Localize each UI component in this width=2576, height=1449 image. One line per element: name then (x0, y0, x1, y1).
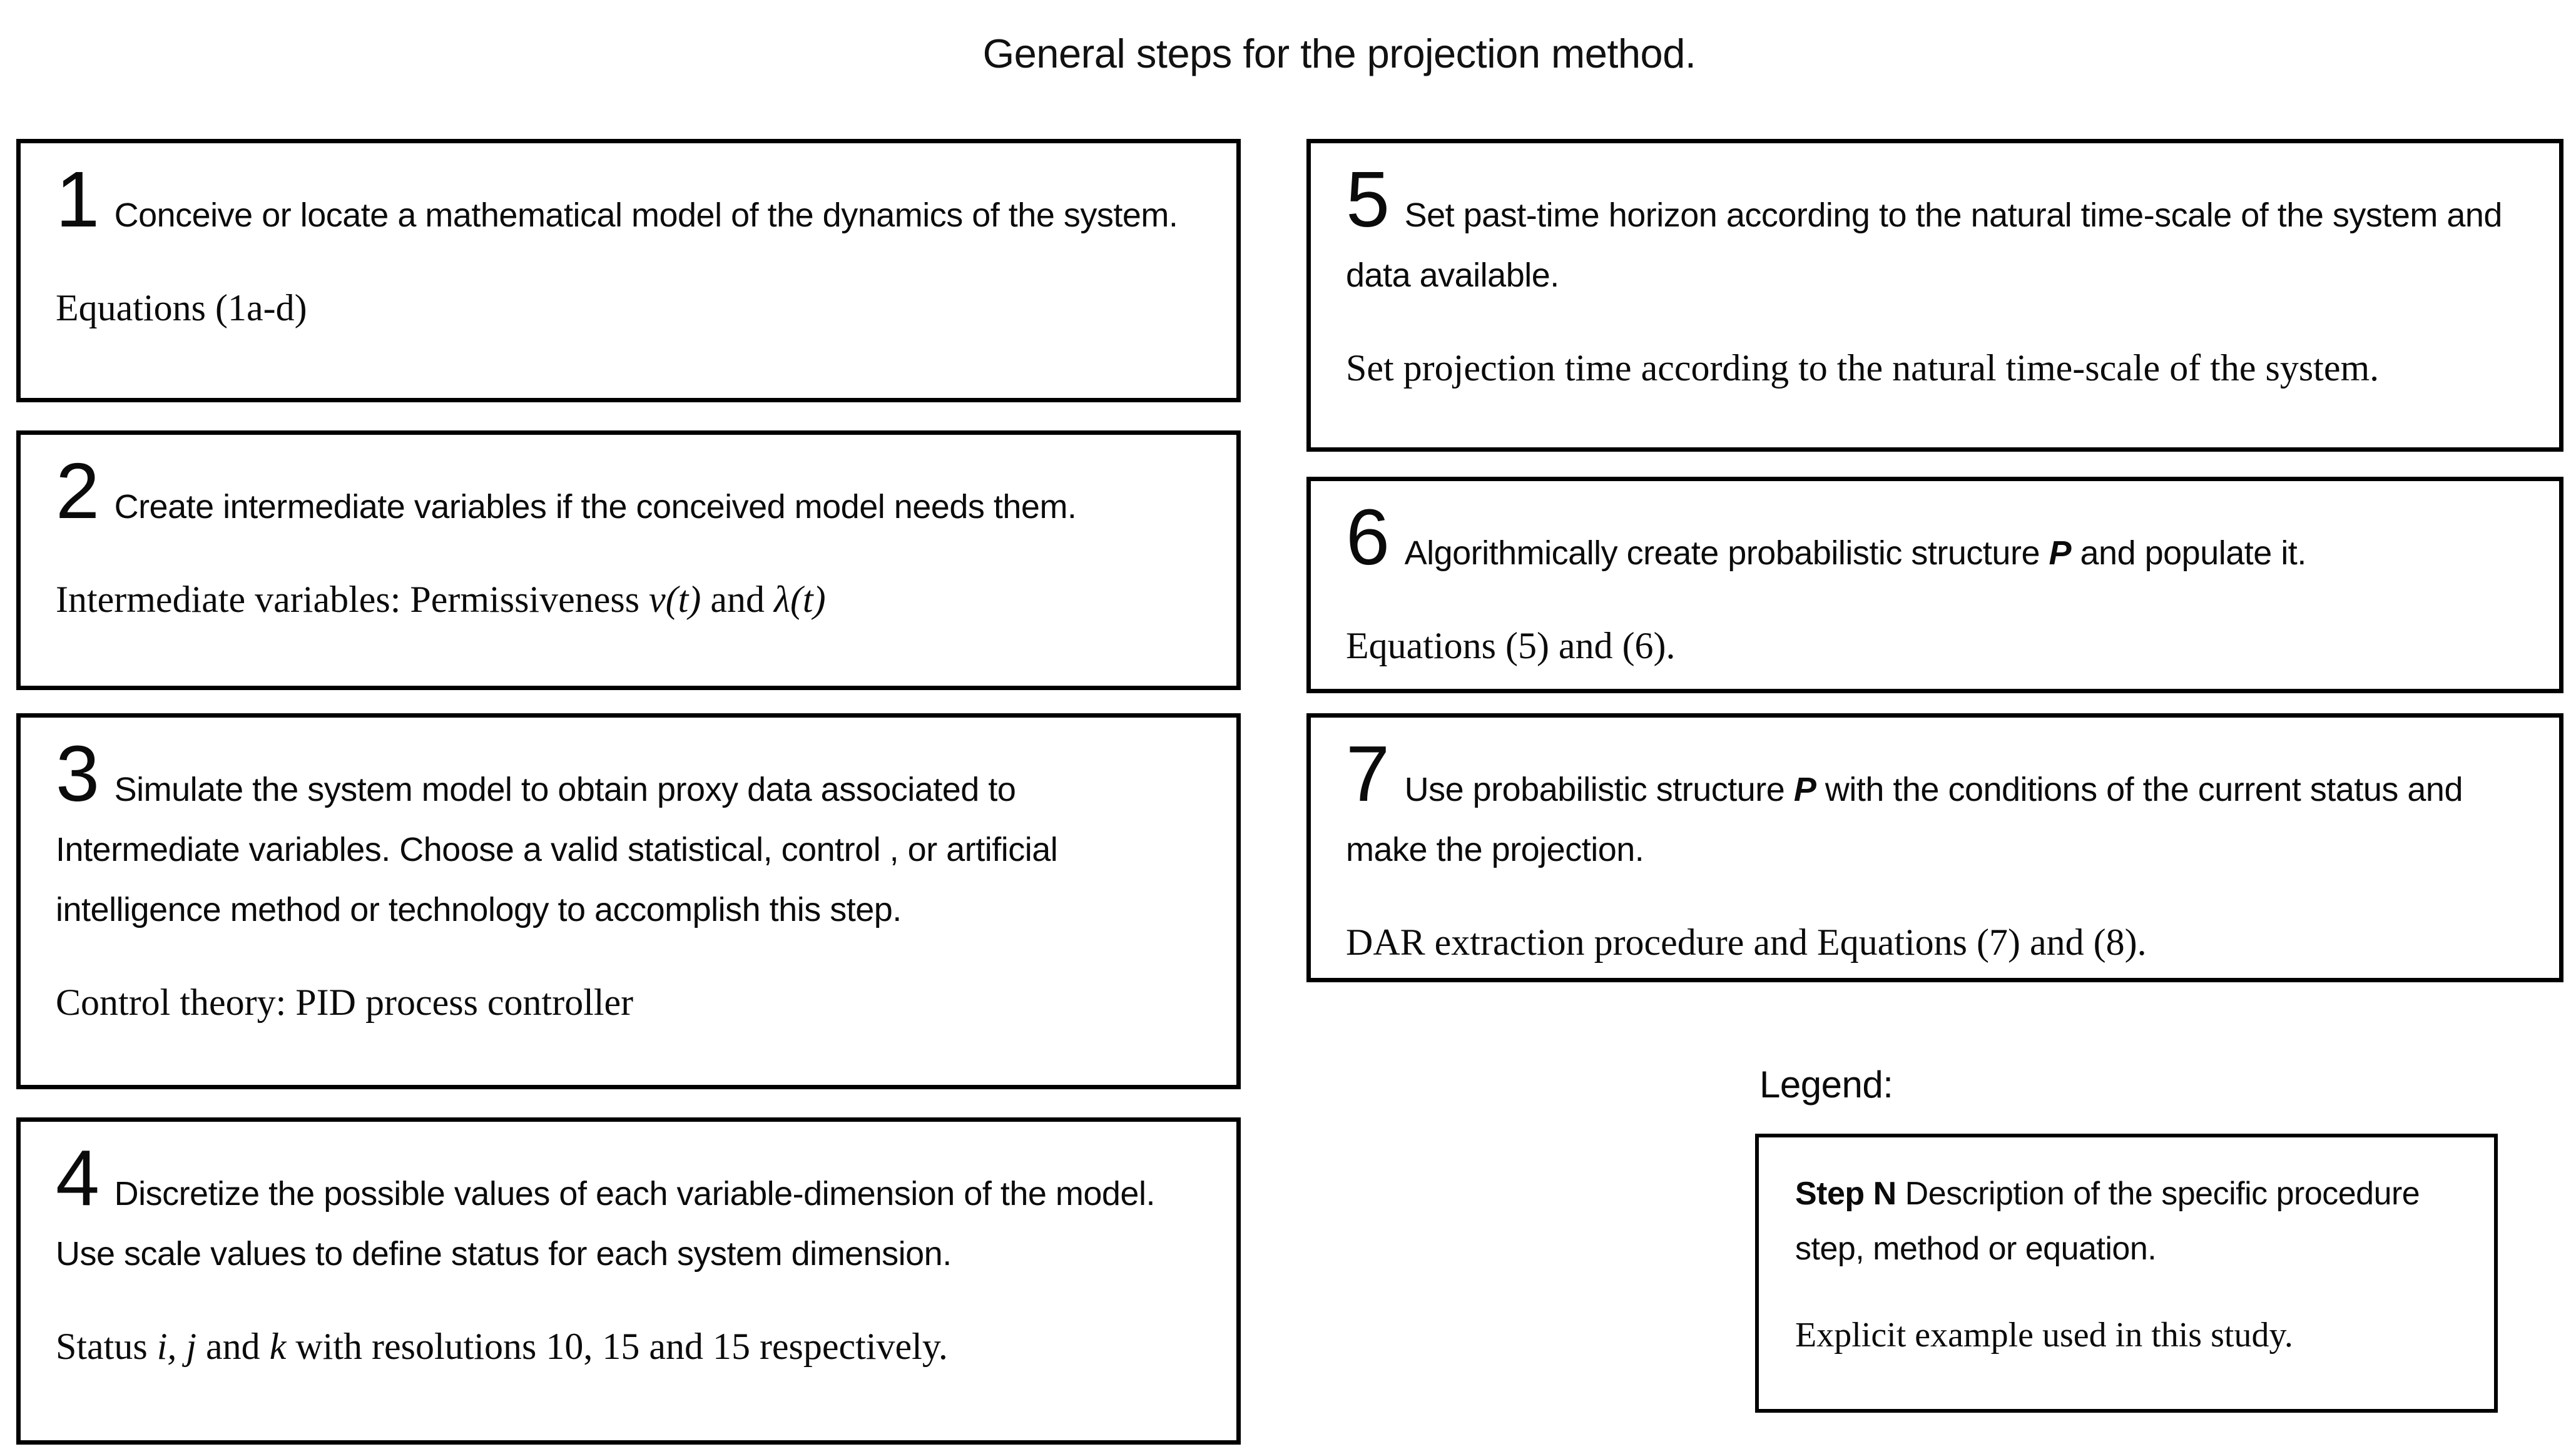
step-2-description-text: Create intermediate variables if the con… (114, 488, 1077, 526)
step-4-number: 4 (56, 1134, 99, 1222)
step-2-number: 2 (56, 447, 99, 535)
step-6-example: Equations (5) and (6). (1346, 625, 1676, 666)
legend-example: Explicit example used in this study. (1795, 1316, 2293, 1355)
step-6-description-text: Algorithmically create probabilistic str… (1404, 534, 2307, 572)
step-7-number: 7 (1346, 730, 1390, 818)
step-5-description-text: Set past-time horizon according to the n… (1346, 196, 2502, 294)
legend-description: Step N Description of the specific proce… (1795, 1176, 2420, 1267)
step-5-number: 5 (1346, 155, 1390, 243)
step-4-description-text: Discretize the possible values of each v… (56, 1175, 1155, 1273)
step-6-number: 6 (1346, 493, 1390, 581)
step-1-example: Equations (1a-d) (56, 287, 307, 328)
step-5-example: Set projection time according to the nat… (1346, 347, 2380, 389)
step-3-number: 3 (56, 730, 99, 818)
step-3-example: Control theory: PID process controller (56, 982, 634, 1023)
step-4-example: Status i, j and k with resolutions 10, 1… (56, 1326, 948, 1367)
step-1-number: 1 (56, 155, 99, 243)
step-7-example: DAR extraction procedure and Equations (… (1346, 922, 2147, 963)
step-box-6: 6 Algorithmically create probabilistic st… (1306, 477, 2563, 693)
step-box-2: 2 Create intermediate variables if the co… (16, 430, 1241, 690)
step-3-description-text: Simulate the system model to obtain prox… (56, 771, 1058, 928)
step-2-example: Intermediate variables: Permissiveness v… (56, 579, 826, 620)
figure-title: General steps for the projection method. (982, 31, 1696, 76)
legend-box: Step N Description of the specific proce… (1755, 1134, 2498, 1413)
step-1-description-text: Conceive or locate a mathematical model … (114, 196, 1178, 234)
legend-label: Legend: (1759, 1064, 1893, 1106)
step-box-1: 1 Conceive or locate a mathematical model… (16, 139, 1241, 402)
step-7-description-text: Use probabilistic structure P with the c… (1346, 771, 2463, 868)
